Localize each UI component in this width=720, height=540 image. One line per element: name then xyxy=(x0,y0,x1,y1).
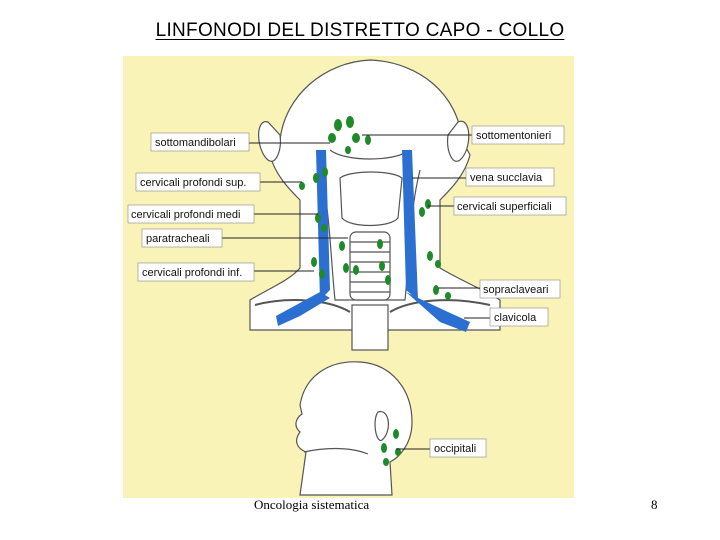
lymph-node xyxy=(322,167,328,177)
lymph-node xyxy=(345,146,351,154)
slide-title: LINFONODI DEL DISTRETTO CAPO - COLLO xyxy=(0,20,720,42)
head-neck-illustration: sottomandibolari cervicali profondi sup.… xyxy=(123,56,574,498)
thyroid-cartilage xyxy=(340,172,402,226)
lymph-node xyxy=(383,458,389,466)
lymph-node xyxy=(365,135,371,145)
lymph-node xyxy=(334,119,342,131)
lymph-node xyxy=(435,260,441,268)
label-clavicola: clavicola xyxy=(494,312,537,324)
lymph-node xyxy=(381,443,387,453)
lymph-node xyxy=(353,265,359,275)
label-paratracheali: paratracheali xyxy=(146,233,210,245)
lymph-node xyxy=(328,133,336,143)
label-cervicali-superficiali: cervicali superficiali xyxy=(457,201,552,213)
lymph-node xyxy=(321,224,327,232)
lymph-node xyxy=(319,269,325,279)
lymph-node xyxy=(425,199,431,209)
label-occipitali: occipitali xyxy=(434,443,476,455)
lymph-node xyxy=(427,251,433,261)
lymph-node xyxy=(339,241,345,251)
label-sopraclaveari: sopraclaveari xyxy=(483,284,548,296)
footer-text: Oncologia sistematica xyxy=(254,497,369,513)
lymph-node xyxy=(433,285,439,295)
label-sottomandibolari: sottomandibolari xyxy=(155,137,236,149)
lymph-node xyxy=(379,261,385,271)
lymph-node xyxy=(343,263,349,273)
label-cervicali-profondi-inf: cervicali profondi inf. xyxy=(142,267,242,279)
lymph-node xyxy=(385,275,391,285)
lymph-node xyxy=(352,133,360,143)
lymph-node xyxy=(346,116,354,128)
label-vena-succlavia: vena succlavia xyxy=(470,172,543,184)
lymph-node xyxy=(445,292,451,300)
lymph-node xyxy=(377,239,383,249)
lymph-node xyxy=(299,182,305,190)
lymph-node xyxy=(313,173,319,183)
lymph-node xyxy=(393,429,399,439)
label-sottomentonieri: sottomentonieri xyxy=(476,130,551,142)
lymph-node xyxy=(311,257,317,267)
label-cervicali-profondi-sup: cervicali profondi sup. xyxy=(140,177,246,189)
lymph-node xyxy=(419,207,425,217)
sternum xyxy=(352,305,388,350)
page-number: 8 xyxy=(651,497,658,513)
label-cervicali-profondi-medi: cervicali profondi medi xyxy=(131,209,240,221)
